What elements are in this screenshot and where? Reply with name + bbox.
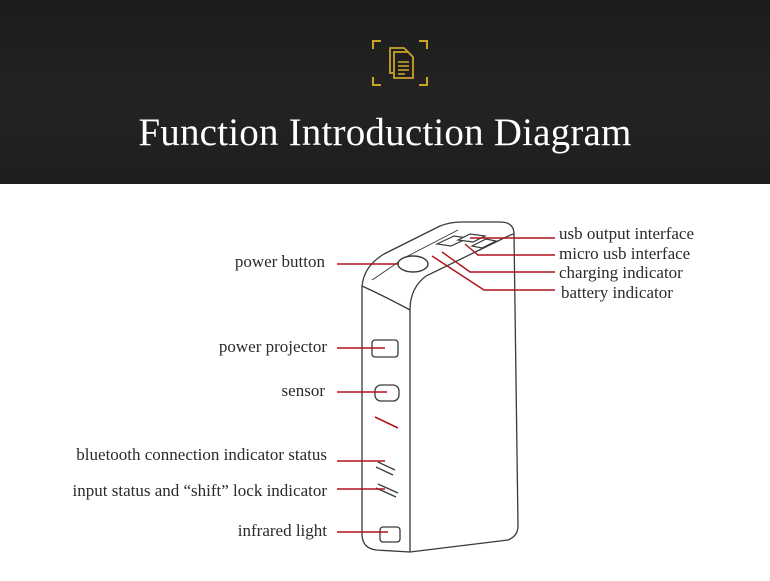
page-title: Function Introduction Diagram xyxy=(138,111,632,154)
power-button-shape xyxy=(397,255,429,273)
left-callouts xyxy=(337,263,398,533)
sensor-shape xyxy=(374,384,400,402)
right-callouts xyxy=(431,237,555,291)
label-input-status: input status and “shift” lock indicator xyxy=(72,481,327,500)
label-battery: battery indicator xyxy=(561,283,673,302)
label-infrared: infrared light xyxy=(237,521,327,540)
red-mark xyxy=(374,416,399,429)
shift-indicator-shape xyxy=(377,483,399,494)
label-micro-usb: micro usb interface xyxy=(559,244,691,263)
bluetooth-indicator-shape-2 xyxy=(375,466,394,476)
bluetooth-indicator-shape xyxy=(377,461,396,471)
device-outline xyxy=(361,221,519,553)
label-power-button: power button xyxy=(234,252,325,271)
label-power-projector: power projector xyxy=(218,337,327,356)
label-bluetooth: bluetooth connection indicator status xyxy=(76,445,327,464)
device-diagram: power button power projector sensor blue… xyxy=(0,184,770,581)
label-usb-output: usb output interface xyxy=(559,224,695,243)
label-charging: charging indicator xyxy=(559,263,683,282)
infrared-light-shape xyxy=(379,526,401,543)
header-banner: Function Introduction Diagram xyxy=(0,0,770,184)
document-icon xyxy=(372,40,428,86)
device-illustration xyxy=(337,221,555,553)
label-sensor: sensor xyxy=(281,381,325,400)
